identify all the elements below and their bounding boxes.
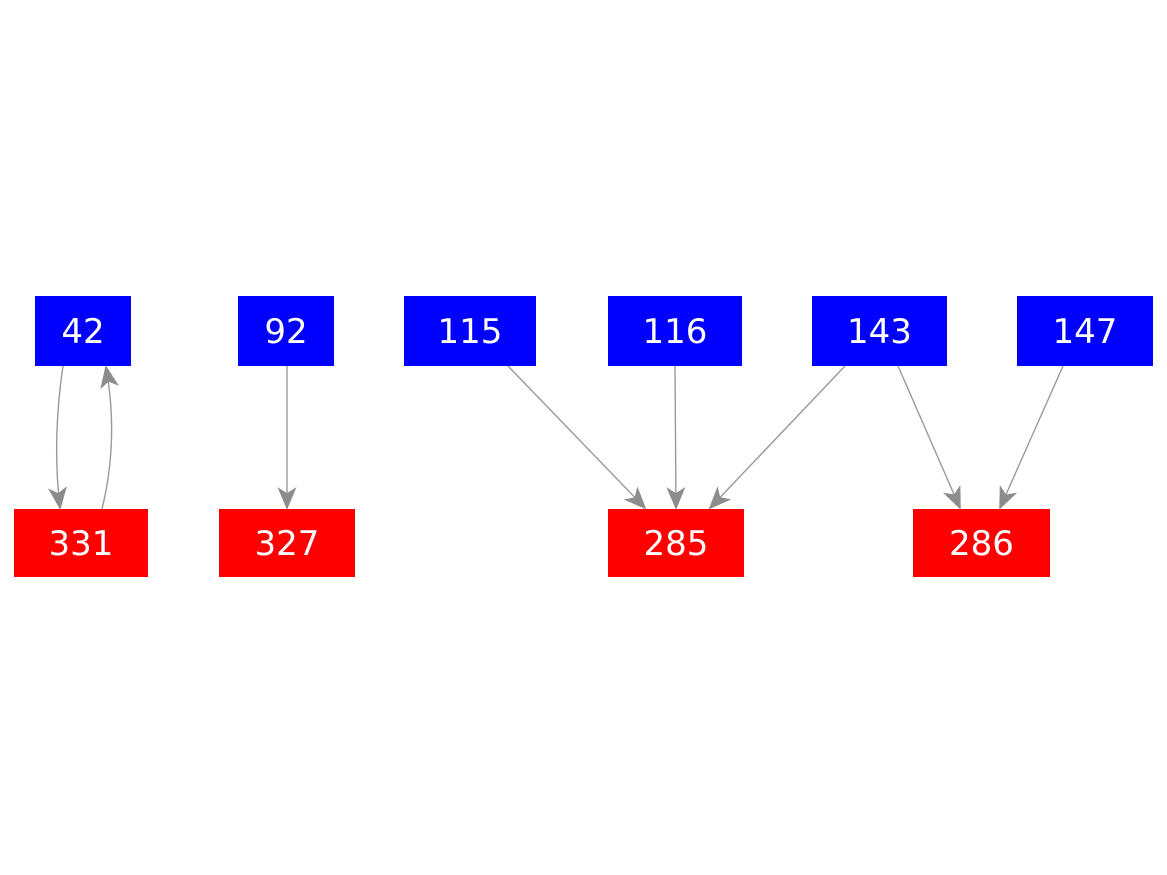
node-116: 116 <box>608 296 742 366</box>
edge-116-to-285 <box>666 365 686 510</box>
edge-143-to-286 <box>897 365 961 510</box>
nodes-layer: 42 92 115 116 143 147 331 327 285 286 <box>14 296 1153 577</box>
node-rect-143 <box>812 296 947 366</box>
node-rect-285 <box>608 509 744 577</box>
node-rect-147 <box>1017 296 1153 366</box>
node-rect-331 <box>14 509 148 577</box>
node-rect-286 <box>913 509 1050 577</box>
node-rect-115 <box>404 296 536 366</box>
node-label-286: 286 <box>949 524 1014 564</box>
node-label-116: 116 <box>643 312 708 352</box>
node-label-115: 115 <box>438 312 503 352</box>
node-rect-42 <box>35 296 131 366</box>
node-286: 286 <box>913 509 1050 577</box>
node-92: 92 <box>238 296 334 366</box>
node-rect-327 <box>219 509 355 577</box>
node-label-331: 331 <box>49 524 114 564</box>
node-label-143: 143 <box>847 312 912 352</box>
edges-layer <box>48 365 1064 510</box>
node-rect-116 <box>608 296 742 366</box>
node-label-42: 42 <box>61 312 104 352</box>
node-label-92: 92 <box>264 312 307 352</box>
node-rect-92 <box>238 296 334 366</box>
edge-42-to-331 <box>48 365 67 510</box>
edge-143-to-285 <box>708 365 846 510</box>
node-327: 327 <box>219 509 355 577</box>
node-285: 285 <box>608 509 744 577</box>
node-143: 143 <box>812 296 947 366</box>
node-label-327: 327 <box>255 524 320 564</box>
node-label-285: 285 <box>644 524 709 564</box>
edge-115-to-285 <box>507 365 647 510</box>
edge-331-to-42 <box>100 365 120 510</box>
node-147: 147 <box>1017 296 1153 366</box>
edge-147-to-286 <box>999 365 1064 510</box>
node-115: 115 <box>404 296 536 366</box>
node-label-147: 147 <box>1053 312 1118 352</box>
node-42: 42 <box>35 296 131 366</box>
node-331: 331 <box>14 509 148 577</box>
